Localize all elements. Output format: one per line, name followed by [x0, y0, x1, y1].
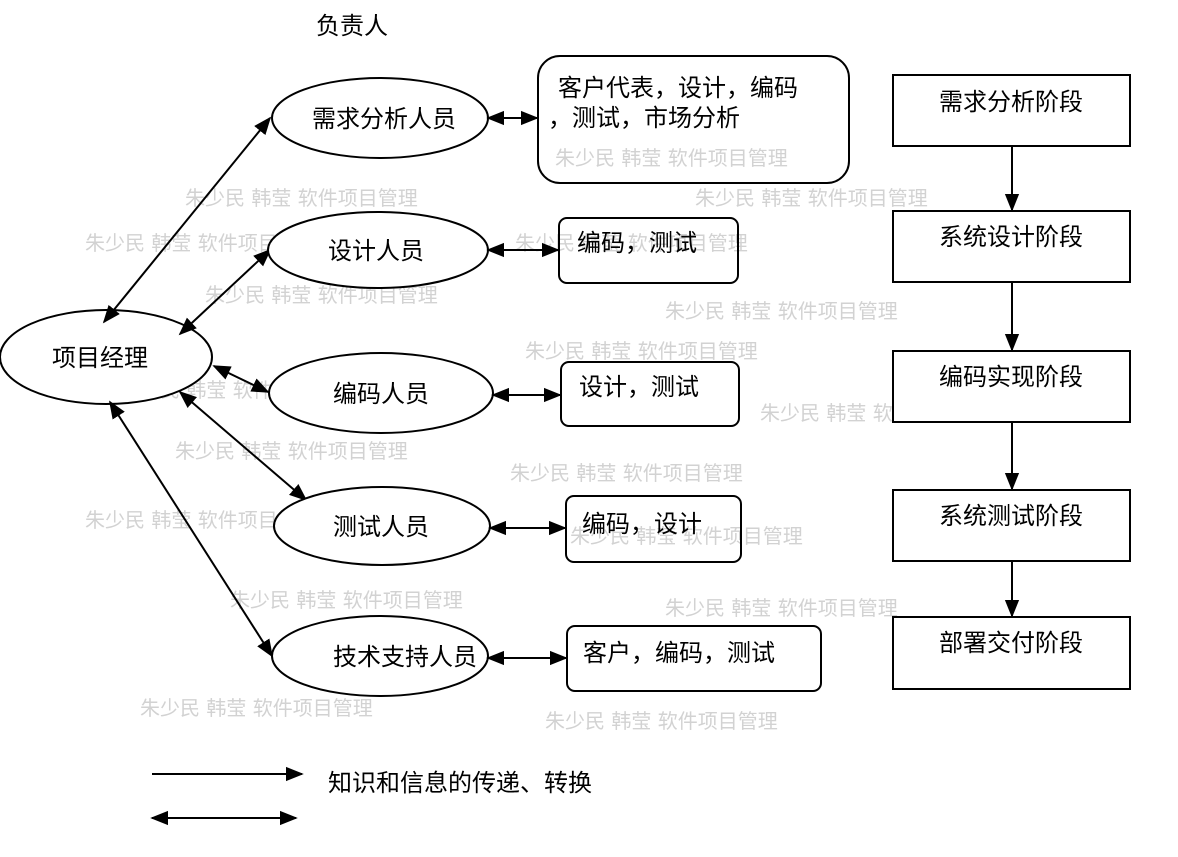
- role-partner-links: [486, 110, 568, 666]
- phase-box-deployment: 部署交付阶段: [892, 616, 1131, 690]
- manager-label: 项目经理: [52, 344, 148, 372]
- partner-box-testing: 编码，设计: [565, 495, 742, 563]
- role-label: 编码人员: [333, 380, 429, 408]
- phase-label: 需求分析阶段: [939, 88, 1083, 116]
- phase-label: 部署交付阶段: [939, 629, 1083, 657]
- role-node-design: 设计人员: [267, 211, 489, 289]
- partner-text: 编码，测试: [577, 229, 697, 257]
- phase-box-design: 系统设计阶段: [892, 210, 1131, 283]
- watermark: 朱少民 韩莹 软件项目管理: [665, 299, 898, 323]
- phase-box-coding: 编码实现阶段: [892, 350, 1131, 423]
- role-label: 需求分析人员: [312, 105, 456, 133]
- legend-label: 知识和信息的传递、转换: [328, 769, 592, 797]
- phase-box-requirements: 需求分析阶段: [892, 74, 1131, 147]
- role-label: 技术支持人员: [333, 643, 477, 671]
- partner-text: 设计，测试: [579, 373, 699, 401]
- partner-box-coding: 设计，测试: [560, 361, 740, 427]
- partner-text: 客户代表，设计，编码: [558, 74, 798, 102]
- watermark: 朱少民 韩莹 软件项目管理: [570, 524, 803, 548]
- watermark: 朱少民 韩莹 软件项目管理: [175, 439, 408, 463]
- role-node-coding: 编码人员: [268, 352, 494, 434]
- watermark: 朱少民 韩莹 软件项目管理: [510, 461, 743, 485]
- partner-text: ，测试，市场分析: [548, 104, 740, 132]
- partner-box-requirements: 客户代表，设计，编码 ，测试，市场分析: [537, 55, 850, 184]
- link-manager-support: [109, 400, 273, 658]
- role-label: 测试人员: [333, 513, 429, 541]
- phase-label: 系统设计阶段: [939, 223, 1083, 251]
- link-manager-coding: [212, 365, 270, 393]
- role-label: 设计人员: [328, 237, 424, 265]
- role-node-requirements: 需求分析人员: [271, 77, 489, 159]
- watermark-layer: 朱少民 韩莹 软件项目管理 朱少民 韩莹 软件项目管理 朱少民 韩莹 软件项目管…: [85, 146, 993, 733]
- manager-node: 项目经理: [0, 309, 213, 405]
- role-node-testing: 测试人员: [273, 486, 491, 566]
- watermark: 朱少民 韩莹 软件项目管理: [230, 588, 463, 612]
- phase-label: 编码实现阶段: [939, 363, 1083, 391]
- phase-box-testing: 系统测试阶段: [892, 489, 1131, 562]
- manager-role-links: [102, 116, 308, 658]
- partner-box-support: 客户，编码，测试: [566, 625, 822, 692]
- watermark: 朱少民 韩莹 软件项目管理: [525, 339, 758, 363]
- watermark: 朱少民 韩莹 软件项目管理: [140, 696, 373, 720]
- partner-box-design: 编码，测试: [558, 217, 739, 284]
- partner-text: 编码，设计: [582, 510, 702, 538]
- role-node-support: 技术支持人员: [271, 615, 489, 697]
- legend: 知识和信息的传递、转换: [150, 766, 592, 826]
- link-manager-requirements: [102, 116, 272, 324]
- link-manager-design: [178, 248, 272, 336]
- partner-text: 客户，编码，测试: [583, 639, 775, 667]
- watermark: 朱少民 韩莹 软件项目管理: [695, 186, 928, 210]
- watermark: 朱少民 韩莹 软件项目管理: [185, 186, 418, 210]
- phase-label: 系统测试阶段: [939, 502, 1083, 530]
- watermark: 朱少民 韩莹 软件项目管理: [555, 146, 788, 170]
- watermark: 朱少民 韩莹 软件项目管理: [545, 709, 778, 733]
- owner-header: 负责人: [316, 12, 388, 40]
- watermark: 朱少民 韩莹 软件项目管理: [665, 596, 898, 620]
